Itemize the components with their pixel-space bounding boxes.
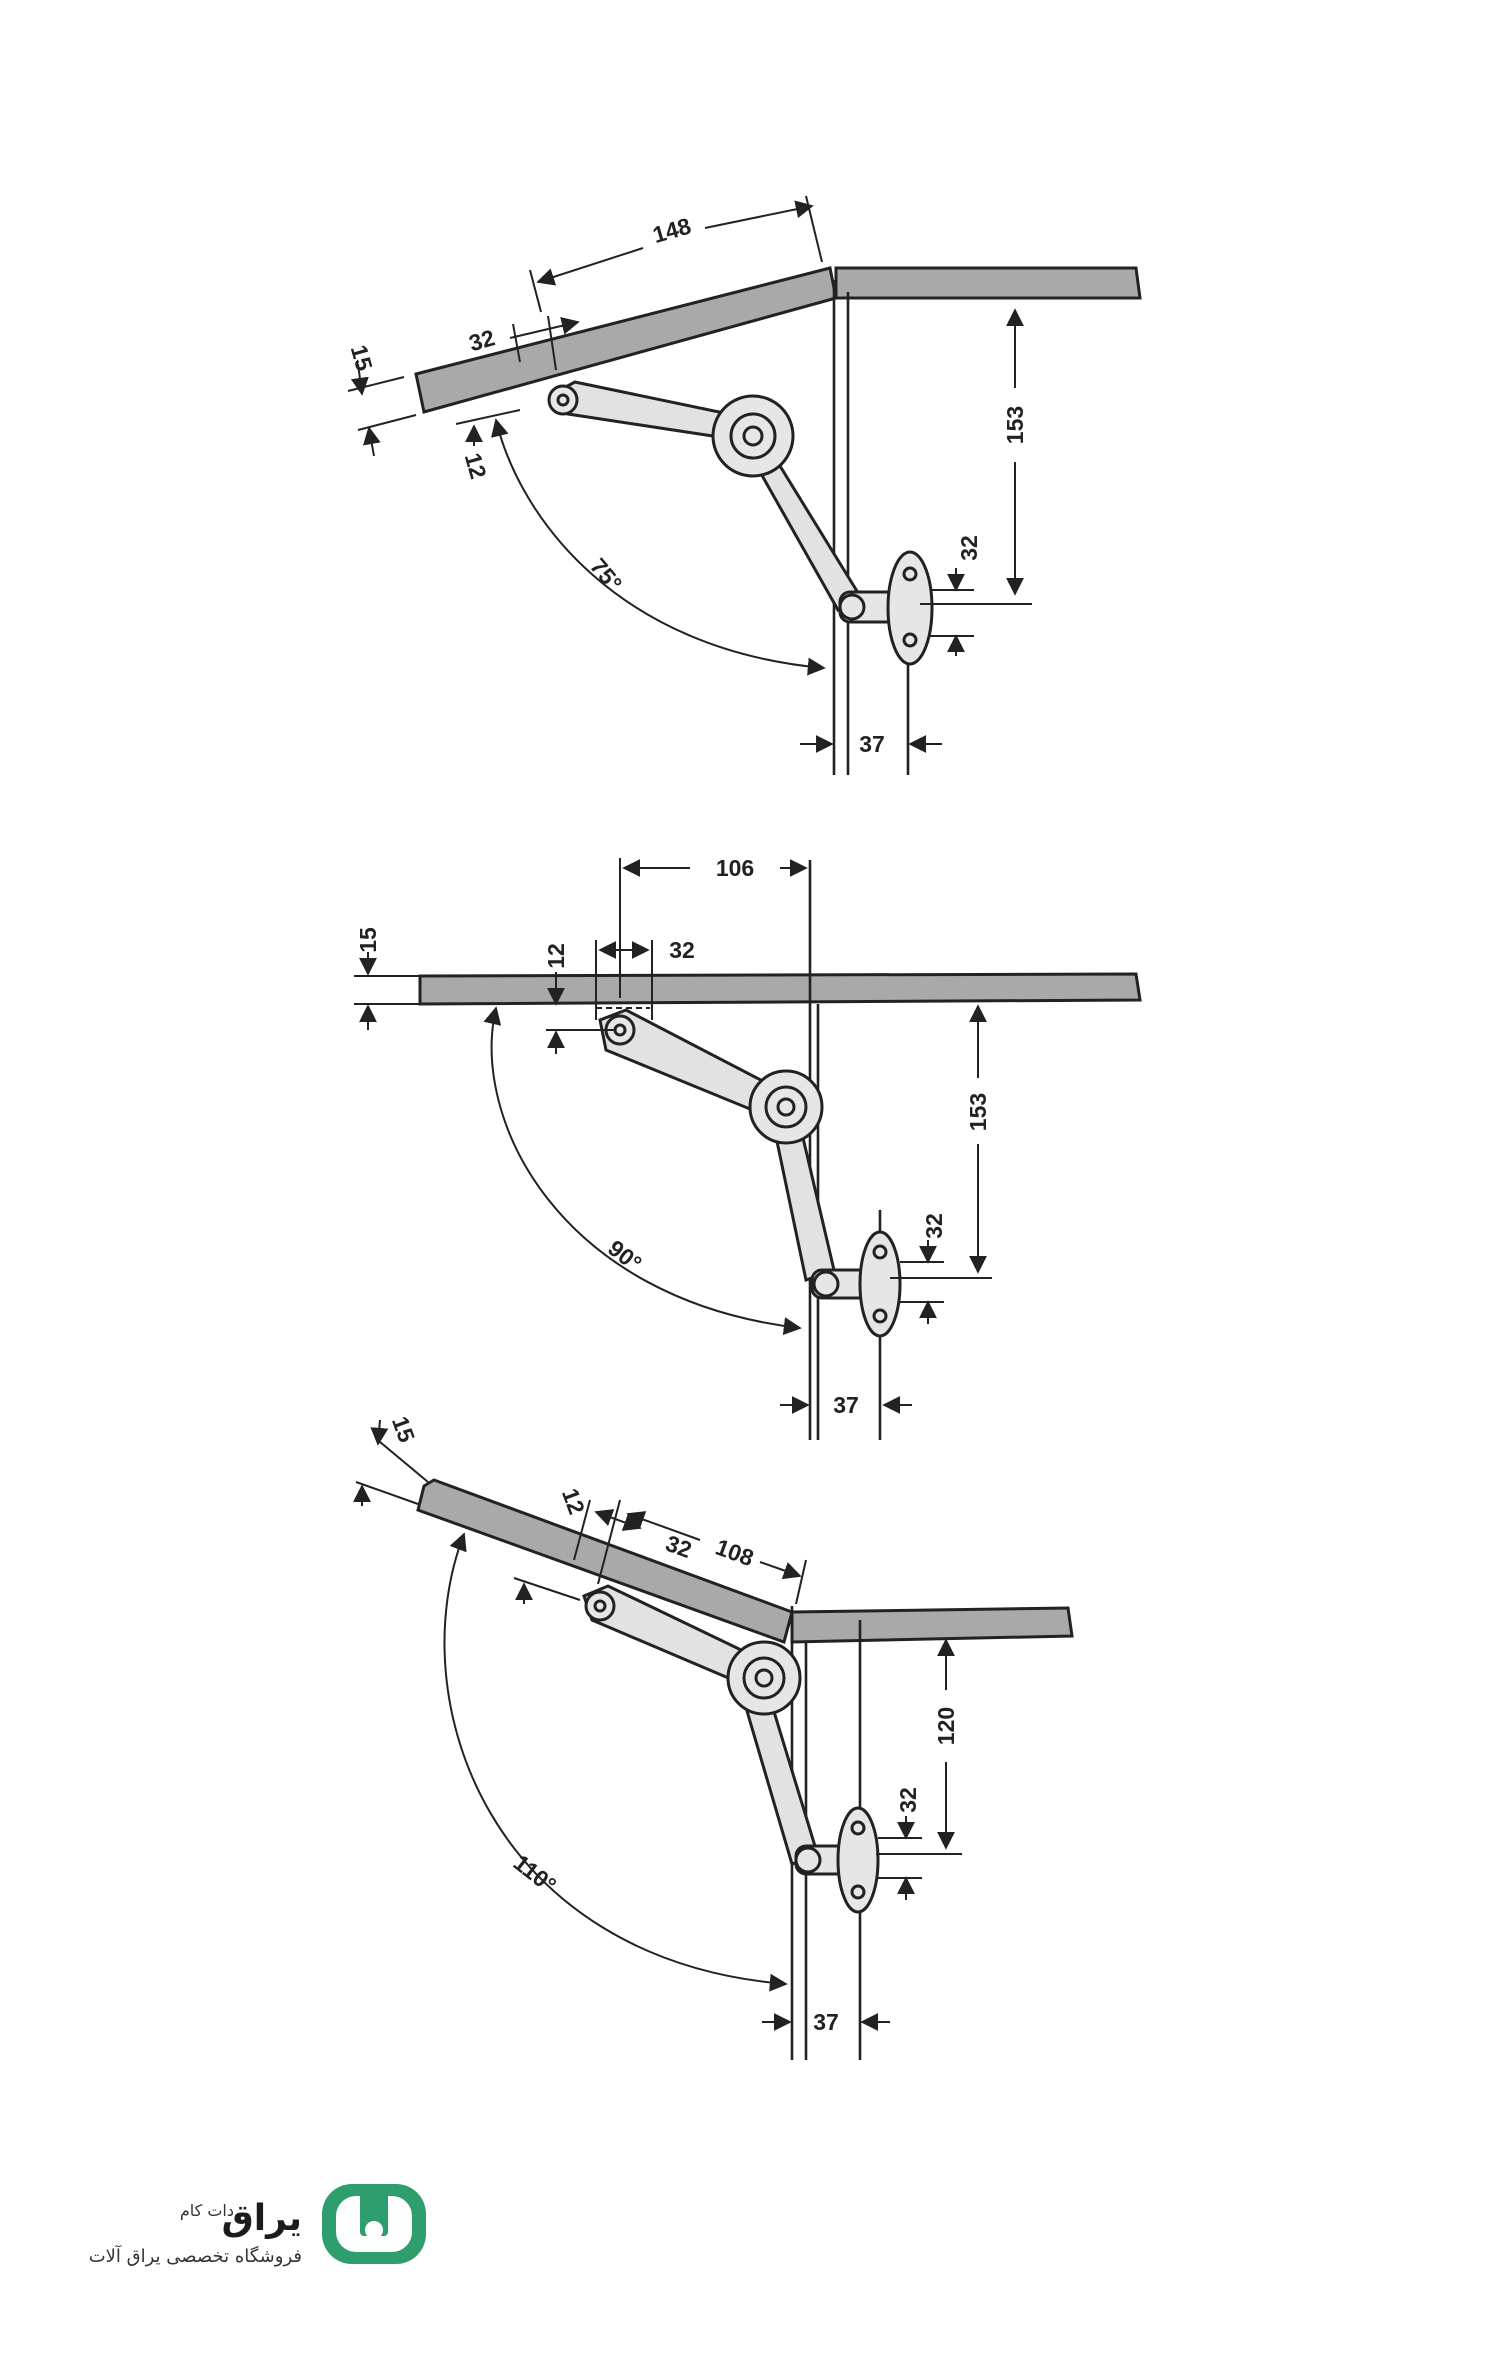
extension-line bbox=[455, 409, 521, 425]
wall-bracket-plate bbox=[886, 550, 934, 666]
brand-suffix: دات کام bbox=[180, 2201, 234, 2220]
brand-logo: یراق دات کام فروشگاه تخصصی یراق آلات bbox=[89, 2184, 426, 2267]
dimension-label-12: 12 bbox=[543, 943, 569, 969]
wall-bracket-plate bbox=[858, 1230, 902, 1338]
brand-name: یراق bbox=[222, 2198, 302, 2239]
screw-hole bbox=[850, 1884, 866, 1900]
dimension-label-120: 120 bbox=[933, 1707, 959, 1745]
dimension-label-37: 37 bbox=[859, 731, 885, 757]
dimension-line-32 bbox=[594, 1509, 642, 1531]
lid-panel bbox=[414, 266, 838, 414]
diagram-75-degree: 148 32 15 12 153 32 37 75° bbox=[346, 195, 1142, 775]
extension-line bbox=[347, 376, 405, 392]
dimension-label-32b: 32 bbox=[921, 1213, 947, 1239]
dimension-line-108 bbox=[759, 1561, 802, 1580]
lid-panel bbox=[418, 972, 1142, 1006]
screw-hole bbox=[902, 566, 918, 582]
lid-pivot-center bbox=[556, 393, 570, 407]
dimension-arrow-15 bbox=[370, 1419, 389, 1446]
dimension-line-148 bbox=[704, 200, 814, 229]
opening-angle-arc bbox=[443, 1532, 788, 1992]
bracket-pivot bbox=[838, 593, 866, 621]
extension-line bbox=[379, 1441, 429, 1483]
extension-line bbox=[547, 315, 557, 371]
dimension-label-12: 12 bbox=[557, 1485, 590, 1518]
extension-line bbox=[529, 269, 542, 313]
dimension-label-37: 37 bbox=[833, 1392, 859, 1418]
keyhole-icon bbox=[370, 2230, 378, 2248]
dimension-line-148 bbox=[536, 247, 644, 286]
pivot-hub-center bbox=[754, 1668, 774, 1688]
wall-bracket-plate bbox=[836, 1806, 880, 1914]
cabinet-top-panel bbox=[834, 266, 1142, 300]
screw-hole bbox=[872, 1308, 888, 1324]
pivot-hub-center bbox=[742, 425, 764, 447]
dimension-label-37: 37 bbox=[813, 2009, 839, 2035]
dimension-line-32 bbox=[509, 316, 580, 339]
dimension-label-32b: 32 bbox=[895, 1787, 921, 1813]
dimension-label-108: 108 bbox=[712, 1534, 757, 1572]
opening-angle-label: 90° bbox=[603, 1235, 646, 1277]
dimension-arrow-15 bbox=[350, 363, 369, 396]
dimension-label-15: 15 bbox=[346, 342, 378, 374]
extension-line bbox=[355, 1481, 419, 1505]
bracket-pivot bbox=[812, 1270, 840, 1298]
dimension-label-153: 153 bbox=[965, 1093, 991, 1131]
cabinet-top-panel bbox=[790, 1606, 1074, 1644]
brand-tagline: فروشگاه تخصصی یراق آلات bbox=[89, 2244, 302, 2267]
screw-hole bbox=[850, 1820, 866, 1836]
extension-line bbox=[512, 323, 521, 363]
extension-line bbox=[795, 1559, 807, 1605]
dimension-label-15: 15 bbox=[355, 927, 381, 953]
lid-pivot-center bbox=[613, 1023, 627, 1037]
dimension-label-15: 15 bbox=[387, 1413, 420, 1446]
dimension-label-32: 32 bbox=[662, 1530, 695, 1563]
dimension-label-148: 148 bbox=[650, 212, 694, 248]
opening-angle-label: 75° bbox=[585, 553, 627, 596]
dimension-arrow-15 bbox=[362, 426, 381, 457]
lid-pivot-center bbox=[593, 1599, 607, 1613]
dimension-label-32: 32 bbox=[669, 937, 695, 963]
screw-hole bbox=[902, 632, 918, 648]
opening-angle-arc bbox=[491, 418, 826, 676]
dimension-label-32: 32 bbox=[466, 324, 498, 356]
screw-hole bbox=[872, 1244, 888, 1260]
opening-angle-arc bbox=[483, 1006, 802, 1336]
extension-line bbox=[357, 414, 417, 431]
dimension-label-32b: 32 bbox=[956, 535, 982, 561]
pivot-hub-center bbox=[776, 1097, 796, 1117]
diagram-90-degree: 106 32 15 12 153 32 37 90° bbox=[354, 855, 1142, 1440]
dimension-label-106: 106 bbox=[716, 855, 754, 881]
bracket-pivot bbox=[794, 1846, 822, 1874]
dimension-label-153: 153 bbox=[1002, 406, 1028, 444]
diagram-110-degree: 108 32 15 12 120 32 37 110° bbox=[353, 1413, 1074, 2060]
dimension-label-12: 12 bbox=[460, 450, 492, 482]
